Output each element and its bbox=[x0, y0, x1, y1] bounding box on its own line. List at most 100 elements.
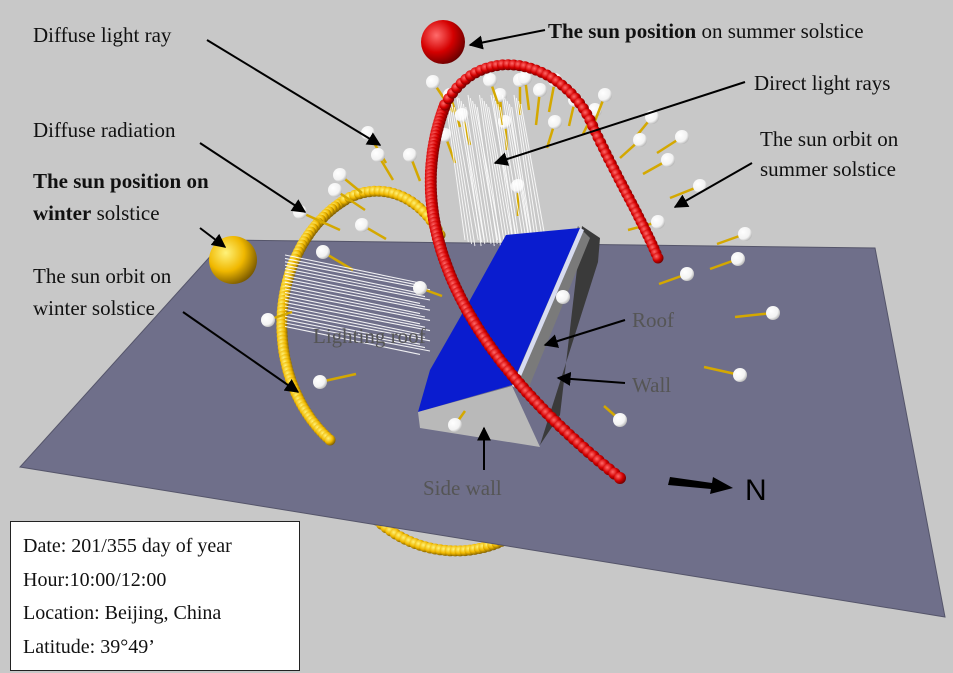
label-diffuse-radiation: Diffuse radiation bbox=[33, 118, 176, 142]
north-label: N bbox=[745, 474, 767, 507]
direct-light-ray bbox=[284, 264, 421, 294]
label-sun-position-winter-1: The sun position on bbox=[33, 169, 209, 193]
direct-light-rays-summer bbox=[444, 94, 547, 247]
direct-light-ray bbox=[462, 103, 485, 241]
direct-light-rays-winter bbox=[284, 254, 431, 355]
direct-light-ray bbox=[284, 312, 431, 342]
direct-light-ray bbox=[284, 271, 431, 301]
diffuse-ray-ball bbox=[613, 413, 627, 427]
diffuse-ray-ball bbox=[533, 83, 547, 97]
direct-light-ray bbox=[508, 103, 530, 241]
label-roof: Roof bbox=[632, 308, 674, 332]
diffuse-ray-ball bbox=[675, 130, 689, 144]
diffuse-ray-ball bbox=[651, 215, 665, 229]
label-sun-orbit-winter-2: winter solstice bbox=[33, 296, 155, 320]
diffuse-ray-ball bbox=[313, 375, 327, 389]
diffuse-ray-ball bbox=[733, 368, 747, 382]
direct-light-ray bbox=[284, 261, 431, 291]
info-box: Date: 201/355 day of year Hour:10:00/12:… bbox=[10, 521, 300, 671]
direct-light-ray bbox=[518, 100, 544, 241]
diffuse-ray-ball bbox=[355, 218, 369, 232]
direct-light-ray bbox=[488, 106, 515, 247]
label-sun-orbit-summer-1: The sun orbit on bbox=[760, 127, 899, 151]
summer-orbit bbox=[424, 59, 664, 484]
direct-light-ray bbox=[284, 291, 431, 321]
direct-light-ray bbox=[453, 106, 479, 241]
direct-light-ray bbox=[284, 319, 426, 349]
direct-light-ray bbox=[284, 295, 421, 325]
diffuse-ray-ball bbox=[738, 227, 752, 241]
direct-light-ray bbox=[284, 325, 421, 355]
diffuse-ray-ball bbox=[661, 153, 675, 167]
direct-light-ray bbox=[495, 100, 518, 245]
direct-light-ray bbox=[458, 97, 486, 245]
diffuse-ray-ball bbox=[333, 168, 347, 182]
direct-light-ray bbox=[492, 97, 514, 243]
direct-light-ray bbox=[515, 97, 540, 247]
diffuse-ray-ball bbox=[426, 75, 440, 89]
diffuse-ray-ball bbox=[403, 148, 417, 162]
direct-light-ray bbox=[284, 315, 421, 345]
direct-light-ray bbox=[444, 94, 466, 241]
direct-light-ray bbox=[476, 106, 498, 245]
label-lighting-roof: Lighting roof bbox=[313, 324, 426, 348]
direct-light-ray bbox=[481, 97, 505, 241]
diffuse-ray-ball bbox=[633, 133, 647, 147]
direct-light-ray bbox=[467, 94, 492, 245]
diffuse-ray-ball bbox=[328, 183, 342, 197]
direct-light-ray bbox=[479, 94, 501, 247]
summer-sun bbox=[421, 20, 465, 64]
diffuse-ray-ball bbox=[693, 179, 707, 193]
direct-light-ray bbox=[497, 103, 521, 247]
direct-light-ray bbox=[485, 103, 511, 245]
direct-light-ray bbox=[284, 285, 421, 315]
direct-light-ray bbox=[520, 103, 547, 243]
roof-ridge-edge bbox=[512, 228, 584, 388]
direct-light-ray bbox=[460, 100, 482, 247]
diffuse-ray-ball bbox=[680, 267, 694, 281]
diffuse-ray-ball bbox=[261, 313, 275, 327]
direct-light-ray bbox=[504, 97, 531, 245]
winter-sun bbox=[209, 236, 257, 284]
label-direct-light-rays: Direct light rays bbox=[754, 71, 890, 95]
direct-light-ray bbox=[284, 308, 426, 338]
winter-orbit bbox=[276, 185, 446, 446]
direct-light-ray bbox=[469, 97, 495, 247]
diffuse-ray-ball bbox=[556, 290, 570, 304]
direct-light-ray bbox=[284, 302, 431, 332]
info-latitude: Latitude: 39°49’ bbox=[23, 635, 155, 658]
direct-light-ray bbox=[499, 106, 524, 241]
leader-lines bbox=[182, 29, 753, 470]
info-location: Location: Beijing, China bbox=[23, 602, 222, 624]
diffuse-ray-ball bbox=[518, 71, 532, 85]
diffuse-radiation-rays-front bbox=[261, 227, 780, 432]
direct-light-ray bbox=[284, 274, 421, 304]
direct-light-ray bbox=[446, 97, 469, 243]
building bbox=[418, 226, 600, 447]
diffuse-ray-ball bbox=[483, 73, 497, 87]
diffuse-ray-ball bbox=[371, 148, 385, 162]
label-side-wall: Side wall bbox=[423, 476, 502, 500]
side-wall-face bbox=[418, 386, 540, 447]
label-sun-orbit-summer-2: summer solstice bbox=[760, 157, 896, 181]
north-indicator: N bbox=[668, 474, 767, 507]
label-wall: Wall bbox=[632, 373, 671, 397]
direct-light-ray bbox=[513, 94, 537, 245]
diffuse-ray-ball bbox=[731, 252, 745, 266]
direct-light-ray bbox=[502, 94, 527, 243]
info-hour: Hour:10:00/12:00 bbox=[23, 568, 167, 591]
diffuse-ray-ball bbox=[316, 245, 330, 259]
wall-face bbox=[540, 226, 600, 445]
direct-light-ray bbox=[284, 322, 431, 352]
direct-light-ray bbox=[451, 103, 476, 247]
direct-light-ray bbox=[284, 288, 426, 318]
label-sun-orbit-winter-1: The sun orbit on bbox=[33, 264, 172, 288]
direct-light-ray bbox=[284, 298, 426, 328]
diffuse-ray-ball bbox=[598, 88, 612, 102]
north-arrow-icon bbox=[668, 477, 733, 494]
direct-light-ray bbox=[284, 278, 426, 308]
summer-orbit-bead bbox=[614, 472, 626, 484]
diffuse-ray-ball bbox=[448, 418, 462, 432]
summer-orbit-bead bbox=[652, 252, 664, 264]
